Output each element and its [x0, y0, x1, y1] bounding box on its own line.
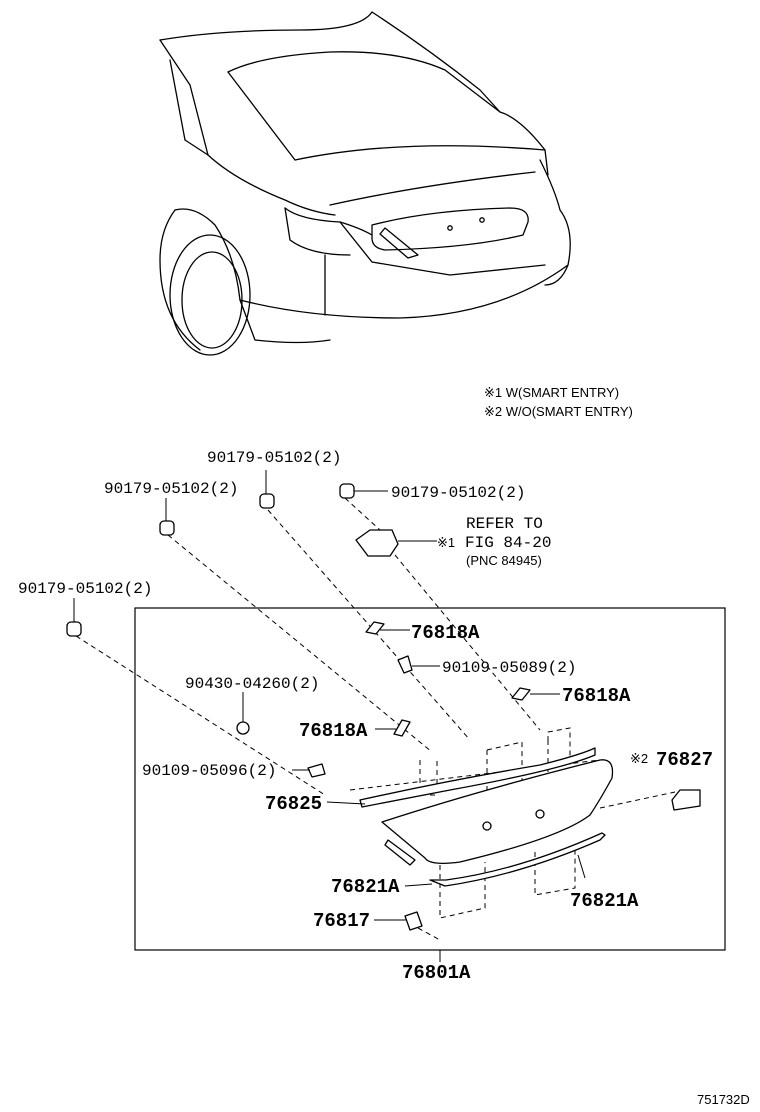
note-smart-entry: ※1 W(SMART ENTRY) — [484, 385, 619, 400]
label-screw-center: 90109-05089(2) — [442, 659, 576, 677]
label-pad-right: 76818A — [562, 685, 631, 707]
lamp-shape — [671, 789, 701, 811]
label-clip-right: 90179-05102(2) — [391, 484, 525, 502]
pad-top-shape — [365, 621, 385, 635]
smart-entry-switch-shape — [355, 529, 399, 557]
label-strip-left: 76821A — [331, 876, 400, 898]
label-strip-right: 76821A — [570, 890, 639, 912]
clip-top-shape — [259, 493, 275, 509]
pad-left-shape — [393, 719, 411, 737]
label-lamp: 76827 — [656, 749, 713, 771]
label-clip-far-left: 90179-05102(2) — [18, 580, 152, 598]
note-no-smart-entry: ※2 W/O(SMART ENTRY) — [484, 404, 633, 419]
moulding-shape — [359, 747, 596, 808]
label-moulding: 76825 — [265, 793, 322, 815]
figure-id: 751732D — [697, 1092, 750, 1107]
garnish-edge-shape — [384, 839, 416, 866]
label-clip-top: 90179-05102(2) — [207, 449, 341, 467]
label-clip-bottom: 76817 — [313, 910, 370, 932]
label-lamp-marker: ※2 — [630, 751, 648, 766]
screw-center-shape — [397, 655, 413, 674]
garnish-panel-shape — [381, 759, 614, 864]
label-pad-top: 76818A — [411, 622, 480, 644]
clip-right-shape — [339, 483, 355, 499]
label-clip-mid-left: 90179-05102(2) — [104, 480, 238, 498]
screw-left-shape — [307, 763, 326, 778]
refer-line-2: FIG 84-20 — [465, 534, 551, 552]
strip-shape — [429, 832, 606, 887]
label-assembly: 76801A — [402, 962, 471, 984]
label-pad-left: 76818A — [299, 720, 368, 742]
clip-mid-left-shape — [159, 520, 175, 536]
clip-far-left-shape — [66, 621, 82, 637]
clip-bottom-shape — [404, 911, 423, 931]
assembly-box — [134, 607, 726, 951]
label-nut: 90430-04260(2) — [185, 675, 319, 693]
car-rear-illustration — [159, 11, 571, 356]
refer-pnc: (PNC 84945) — [466, 553, 542, 568]
label-leaders — [73, 470, 586, 962]
garnish-assembly — [359, 747, 614, 887]
label-screw-left: 90109-05096(2) — [142, 762, 276, 780]
part-clips — [66, 483, 701, 931]
refer-marker: ※1 — [437, 535, 455, 550]
nut-shape — [236, 721, 250, 735]
refer-line-1: REFER TO — [466, 515, 543, 533]
pad-right-shape — [511, 687, 531, 701]
assembly-leader-lines — [75, 497, 676, 941]
